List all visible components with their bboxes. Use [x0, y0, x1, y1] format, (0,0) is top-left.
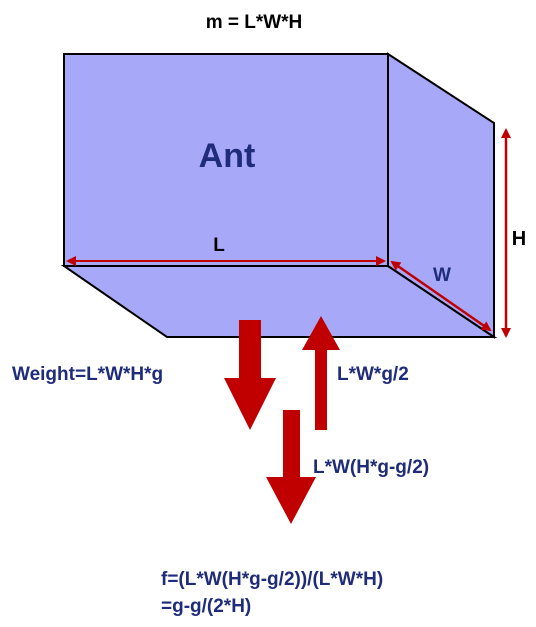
result-formula-line2: =g-g/(2*H) — [161, 596, 251, 617]
mass-formula: m = L*W*H — [206, 12, 303, 33]
weight-force-label: Weight=L*W*H*g — [12, 364, 163, 385]
ant-label: Ant — [199, 137, 256, 175]
weight-force-arrow — [224, 320, 276, 430]
length-label: L — [213, 235, 225, 256]
height-label: H — [512, 228, 526, 250]
width-dimension-arrow — [390, 260, 492, 332]
result-formula-line1: f=(L*W(H*g-g/2))/(L*W*H) — [161, 569, 383, 590]
upward-force-label: L*W*g/2 — [337, 364, 409, 385]
upward-force-arrow — [302, 316, 340, 430]
box-front-face — [63, 53, 389, 267]
width-label: W — [433, 265, 451, 286]
net-force-label: L*W(H*g-g/2) — [313, 457, 429, 478]
net-force-arrow — [266, 410, 316, 524]
